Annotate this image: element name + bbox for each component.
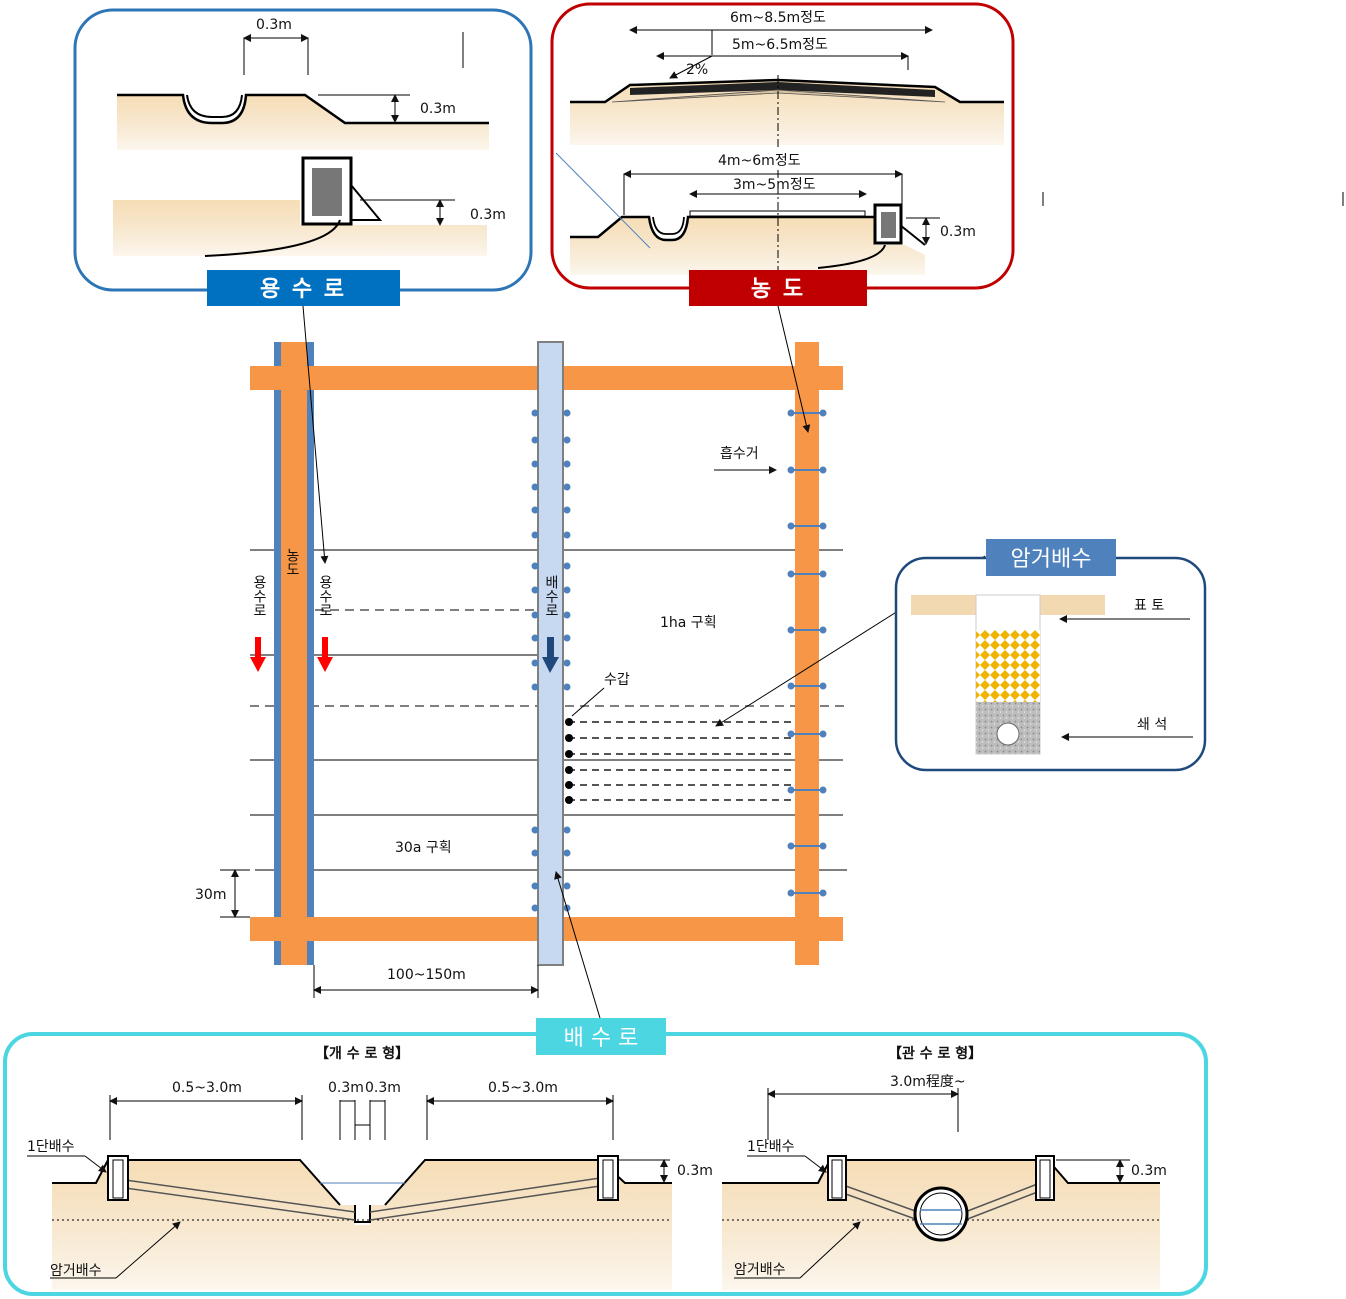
open-center-width-b: 0.3m	[365, 1080, 401, 1096]
road-depth-label: 0.3m	[940, 224, 976, 240]
road-title-badge	[689, 270, 867, 306]
open-center-width-a: 0.3m	[328, 1080, 364, 1096]
road-width-total-2: 4m~6m정도	[718, 153, 801, 169]
block-30a-label: 30a 구획	[395, 840, 452, 856]
irrigation-panel: 0.3m 0.3m 0.3m 용 수 로	[73, 8, 533, 306]
farm-road-right	[795, 342, 819, 965]
topsoil-label: 표 토	[1134, 598, 1164, 614]
drain-pipe-icon	[996, 722, 1020, 746]
road-width-total: 6m~8.5m정도	[730, 10, 826, 26]
pipe-type-header: 【관 수 로 형】	[888, 1045, 982, 1062]
pipe-first-stage-label: 1단배수	[747, 1139, 795, 1155]
underdrain-title-badge	[986, 539, 1116, 576]
pipe-width: 3.0m程度~	[890, 1074, 966, 1090]
irrigation-right-label: 용수로	[317, 575, 333, 617]
field-plan: 농도 용수로 용수로 배수로 흡수거 1ha 구획 수갑 30a 구획 30m	[195, 305, 986, 1019]
farm-road-vertical	[281, 342, 307, 965]
flow-arrow-navy-icon	[542, 637, 559, 673]
road-slope: 2%	[686, 62, 708, 78]
drainage-title: 배 수 로	[564, 1026, 639, 1051]
open-first-stage-label: 1단배수	[27, 1139, 75, 1155]
gravel-label: 쇄 석	[1137, 717, 1167, 733]
drainage-panel: 【개 수 로 형】 0.5~3.0m 0.3m 0.3m 0.5~3.0m 0.…	[3, 1018, 1208, 1296]
irrigation-left-label: 용수로	[251, 575, 267, 617]
open-right-width: 0.5~3.0m	[488, 1080, 558, 1096]
road-width-paved: 5m~6.5m정도	[732, 37, 828, 53]
spacing-100-150: 100~150m	[387, 967, 466, 983]
flow-arrow-red-left-icon	[250, 637, 266, 672]
open-underdrain-label: 암거배수	[50, 1263, 102, 1279]
flow-arrow-red-right-icon	[317, 637, 333, 672]
irrigation-title: 용 수 로	[260, 277, 346, 302]
underdrain-panel-border	[894, 556, 1207, 772]
road-width-paved-2: 3m~5m정도	[733, 177, 816, 193]
irrigation-width-label: 0.3m	[256, 17, 292, 33]
road-title: 농 도	[751, 277, 805, 302]
pipe-depth: 0.3m	[1131, 1163, 1167, 1179]
irrigation-title-badge	[207, 270, 400, 306]
open-left-width: 0.5~3.0m	[172, 1080, 242, 1096]
gate-label: 수갑	[604, 672, 630, 688]
irrigation-depth-label-1: 0.3m	[420, 101, 456, 117]
drainage-channel-label: 배수로	[543, 575, 559, 617]
underdrain-title: 암거배수	[1011, 547, 1092, 572]
gravel-layer	[976, 630, 1040, 702]
road-inlets	[787, 409, 827, 897]
open-type-header: 【개 수 로 형】	[315, 1045, 409, 1062]
farm-road-panel: 6m~8.5m정도 5m~6.5m정도 2% 4m~6m정도 3m~5m정도 0…	[550, 2, 1015, 306]
spacing-30m: 30m	[195, 887, 226, 903]
water-gates	[565, 718, 573, 804]
pipe-underdrain-label: 암거배수	[734, 1262, 786, 1278]
road-vertical-label: 농도	[284, 548, 300, 576]
block-1ha-label: 1ha 구획	[660, 615, 717, 631]
open-depth: 0.3m	[677, 1163, 713, 1179]
underdrain-panel: 표 토 쇄 석 암거배수	[894, 539, 1207, 772]
drainage-title-badge	[536, 1018, 666, 1055]
inlet-label: 흡수거	[720, 446, 759, 462]
irrigation-depth-label-2: 0.3m	[470, 207, 506, 223]
drainage-inlets	[531, 409, 571, 912]
